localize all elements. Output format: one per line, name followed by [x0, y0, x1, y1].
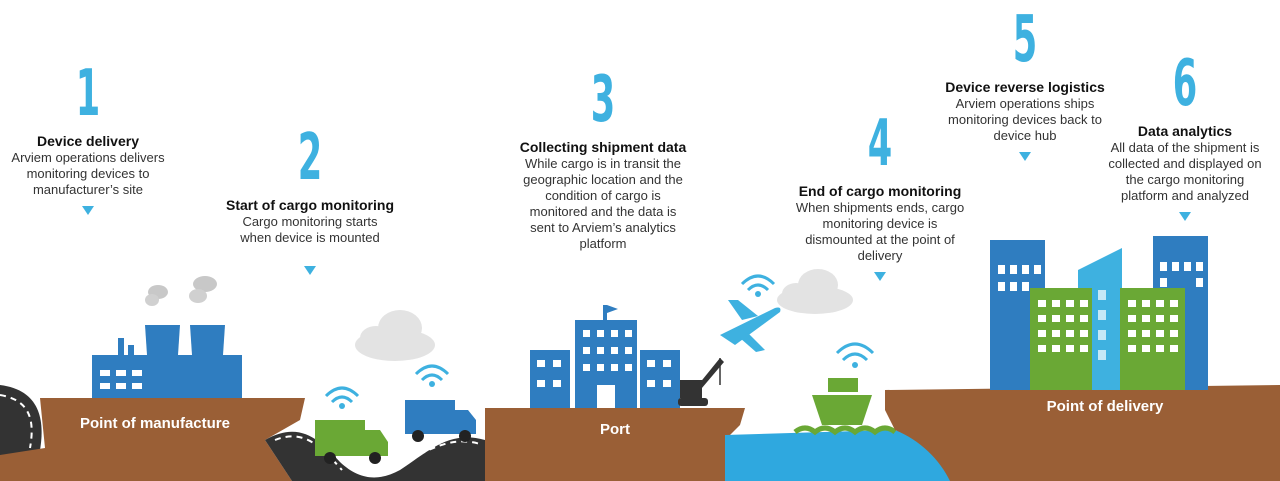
ship-icon — [793, 342, 897, 436]
cloud-icon — [777, 269, 853, 314]
step-desc-line: collected and displayed on — [1108, 156, 1262, 171]
step-title: End of cargo monitoring — [798, 183, 962, 199]
arrow-down-icon — [82, 206, 94, 215]
step-desc-line: device hub — [993, 128, 1057, 143]
place-label-manufacture: Point of manufacture — [79, 415, 230, 432]
step-desc-line: monitoring devices to — [26, 166, 150, 181]
step-5: 5 Device reverse logistics Arviem operat… — [932, 8, 1118, 161]
arrow-down-icon — [1019, 152, 1031, 161]
step-number: 3 — [590, 63, 616, 137]
place-label-port: Port — [600, 421, 630, 438]
step-title: Data analytics — [1137, 123, 1233, 139]
step-title: Device reverse logistics — [945, 79, 1105, 95]
step-desc-line: Arviem operations ships — [955, 96, 1095, 111]
factory-icon — [92, 276, 242, 400]
ground-manufacture — [0, 398, 305, 481]
cloud-icon — [355, 310, 435, 361]
step-desc-line: monitoring devices back to — [948, 112, 1102, 127]
step-desc-line: monitored and the data is — [529, 204, 677, 219]
road-left-stripes — [0, 394, 33, 449]
step-desc-line: dismounted at the point of — [805, 232, 955, 247]
step-desc-line: platform and analyzed — [1121, 188, 1249, 203]
arrow-down-icon — [304, 266, 316, 275]
step-desc-line: All data of the shipment is — [1110, 140, 1260, 155]
water — [725, 430, 950, 481]
arrow-down-icon — [874, 272, 886, 281]
port-building-icon — [530, 305, 680, 410]
step-1: 1 Device delivery Arviem operations deli… — [0, 62, 176, 215]
step-desc-line: Arviem operations delivers — [11, 150, 165, 165]
truck-icon — [405, 364, 476, 442]
ground-port — [485, 408, 745, 481]
city-icon — [990, 236, 1208, 390]
crane-icon — [678, 358, 724, 406]
step-desc-line: the cargo monitoring — [1125, 172, 1245, 187]
road-left — [0, 385, 42, 460]
step-4: 4 End of cargo monitoring When shipments… — [782, 112, 978, 281]
step-desc-line: manufacturer’s site — [32, 182, 144, 197]
step-desc-line: When shipments ends, cargo — [795, 200, 965, 215]
step-3: 3 Collecting shipment data While cargo i… — [503, 68, 703, 252]
step-number: 2 — [297, 121, 323, 195]
step-desc-line: geographic location and the — [523, 172, 683, 187]
place-label-delivery: Point of delivery — [1046, 398, 1164, 415]
ground-delivery — [885, 385, 1280, 481]
step-number: 1 — [75, 57, 101, 131]
step-2: 2 Start of cargo monitoring Cargo monito… — [210, 126, 410, 275]
step-number: 6 — [1172, 47, 1198, 121]
step-desc-line: While cargo is in transit the — [524, 156, 682, 171]
step-title: Device delivery — [37, 133, 139, 149]
step-number: 5 — [1012, 3, 1038, 77]
step-title: Collecting shipment data — [519, 139, 687, 155]
step-desc-line: condition of cargo is — [545, 188, 661, 203]
truck-icon — [315, 386, 388, 464]
step-desc-line: delivery — [857, 248, 903, 263]
step-desc-line: sent to Arviem’s analytics — [530, 220, 676, 235]
step-desc-line: platform — [579, 236, 627, 251]
arrow-down-icon — [1179, 212, 1191, 221]
step-title: Start of cargo monitoring — [226, 197, 394, 213]
step-6: 6 Data analytics All data of the shipmen… — [1090, 52, 1280, 221]
road-middle-stripes — [274, 435, 481, 471]
airplane-icon — [720, 274, 781, 352]
step-desc-line: monitoring device is — [822, 216, 938, 231]
step-number: 4 — [867, 107, 893, 181]
step-desc-line: Cargo monitoring starts — [242, 214, 378, 229]
step-desc-line: when device is mounted — [240, 230, 380, 245]
